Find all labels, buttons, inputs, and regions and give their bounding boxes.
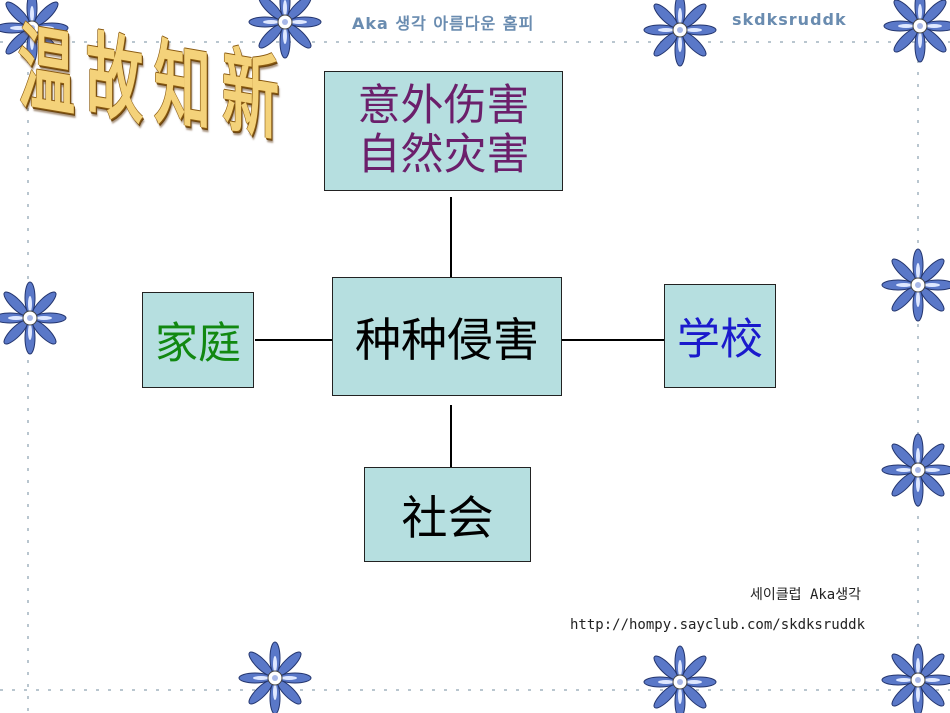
box-bottom: 社会 — [364, 467, 531, 562]
box-center-label: 种种侵害 — [355, 312, 539, 367]
connector-right — [562, 339, 664, 341]
connector-bottom — [450, 405, 452, 467]
title-char-2: 故 — [86, 20, 144, 138]
title-char-3: 知 — [154, 28, 212, 146]
box-top-line-2: 自然灾害 — [357, 130, 530, 180]
box-top-line-1: 意外伤害 — [357, 80, 530, 131]
box-left-label: 家庭 — [155, 319, 241, 369]
connector-top — [450, 197, 452, 277]
box-right-label: 学校 — [677, 315, 763, 365]
box-top: 意外伤害 自然灾害 — [324, 71, 563, 191]
title-char-1: 温 — [18, 12, 76, 130]
connector-left — [255, 339, 332, 341]
header-right-text: skdksruddk — [732, 10, 847, 29]
title-char-4: 新 — [222, 36, 280, 154]
box-bottom-label: 社会 — [401, 490, 494, 545]
box-right: 学校 — [664, 284, 776, 388]
footer-url: http://hompy.sayclub.com/skdksruddk — [570, 617, 866, 633]
box-left: 家庭 — [142, 292, 254, 388]
header-left-text: Aka 생각 아름다운 홈피 — [352, 14, 535, 33]
title-art-wenguzhixin: 温 故 知 新 — [18, 10, 308, 200]
footer-club: 세이클럽 Aka생각 — [750, 587, 861, 603]
box-center: 种种侵害 — [332, 277, 562, 396]
